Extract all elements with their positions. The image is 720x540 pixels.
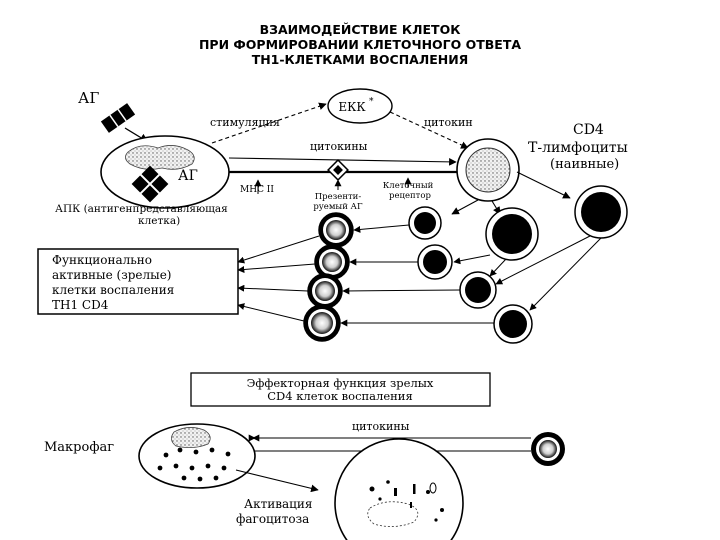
tcell-to-cell-a-arrow: [451, 199, 479, 215]
dark-cell-a: [408, 206, 442, 240]
functional-line-2: активные (зрелые): [52, 268, 171, 282]
stimulation-label: стимуляция: [210, 116, 280, 129]
functional-line-1: Функционально: [52, 253, 152, 267]
activated-phagocyte: [334, 438, 464, 540]
ekk-superscript: *: [369, 97, 374, 107]
mature-2-to-box-arrow: [237, 263, 316, 273]
effector-line-1: Эффекторная функция зрелых: [247, 376, 434, 390]
receptor-line-2: рецептор: [389, 191, 431, 201]
effector-line-2: CD4 клеток воспаления: [267, 389, 412, 403]
naive-t-cell: [456, 138, 520, 202]
apc-label-line-2: клетка): [138, 215, 180, 227]
activation-label: Активация: [244, 497, 312, 511]
presented-ag-line-1: Презенти-: [315, 192, 362, 202]
phagocytosis-label: фагоцитоза: [236, 512, 309, 526]
ekk-label: ЕКК: [338, 100, 366, 114]
antigen-label: АГ: [78, 89, 99, 107]
cytokine-arrow: [389, 111, 469, 149]
cd4-label: CD4: [573, 122, 604, 138]
cytokines-arrow: [228, 157, 457, 166]
presented-ag-diamond: [327, 159, 349, 181]
functional-cells-box: [37, 248, 239, 315]
naive-label: (наивные): [550, 157, 619, 172]
dark-cell-d: [417, 244, 453, 280]
cell-b-to-d-arrow: [453, 254, 491, 265]
t-lymph-label: Т-лимфоциты: [528, 140, 628, 156]
apc-ag-label: АГ: [178, 168, 198, 184]
functional-line-3: клетки воспаления: [52, 283, 174, 297]
apc-cell: АГ: [100, 135, 230, 209]
cell-e-to-mature-3-arrow: [342, 287, 461, 295]
mature-cell-2: [314, 244, 350, 280]
cell-c-to-f-arrow: [529, 237, 602, 311]
macrophage-to-activated-arrow: [235, 469, 319, 493]
apc-nucleus: [125, 145, 195, 170]
apc-label-line-1: АПК (антигенпредставляющая: [55, 203, 228, 215]
mature-3-to-box-arrow: [237, 284, 309, 292]
mature-4-to-box-arrow: [237, 303, 305, 322]
cell-b-to-e-arrow: [489, 258, 507, 277]
dark-cell-c: [574, 185, 628, 239]
functional-line-4: ТН1 CD4: [52, 298, 109, 312]
dark-cell-e: [459, 271, 497, 309]
cell-a-to-mature-1-arrow: [353, 224, 410, 233]
tcell-to-cell-c-arrow: [516, 171, 571, 199]
cytokine-label: цитокин: [424, 116, 473, 129]
mature-1-to-box-arrow: [237, 235, 320, 264]
macrophage-label: Макрофаг: [44, 440, 114, 455]
title-line-1: ВЗАИМОДЕЙСТВИЕ КЛЕТОК: [260, 22, 462, 37]
cell-c-to-e-arrow: [495, 235, 591, 285]
mature-cell-4: [303, 304, 341, 342]
antigen-symbol: [100, 103, 136, 133]
mhc-label: МНС II: [240, 185, 274, 195]
effector-cytokines-label: цитокины: [352, 420, 410, 433]
cytokines-label: цитокины: [310, 140, 368, 153]
title-line-2: ПРИ ФОРМИРОВАНИИ КЛЕТОЧНОГО ОТВЕТА: [199, 37, 521, 52]
dark-cell-b: [485, 207, 539, 261]
dark-cell-f: [493, 304, 533, 344]
presented-ag-line-2: руемый АГ: [313, 202, 363, 212]
effector-box: [190, 372, 491, 407]
ekk-cell: [327, 88, 393, 124]
effector-t-cell: [531, 432, 565, 466]
mature-cell-3: [307, 273, 343, 309]
receptor-line-1: Клеточный: [383, 181, 434, 191]
mature-cell-1: [318, 212, 354, 248]
title-line-3: ТН1-КЛЕТКАМИ ВОСПАЛЕНИЯ: [252, 52, 469, 67]
stimulation-arrow: [211, 102, 327, 144]
macrophage-cell: [138, 423, 256, 489]
